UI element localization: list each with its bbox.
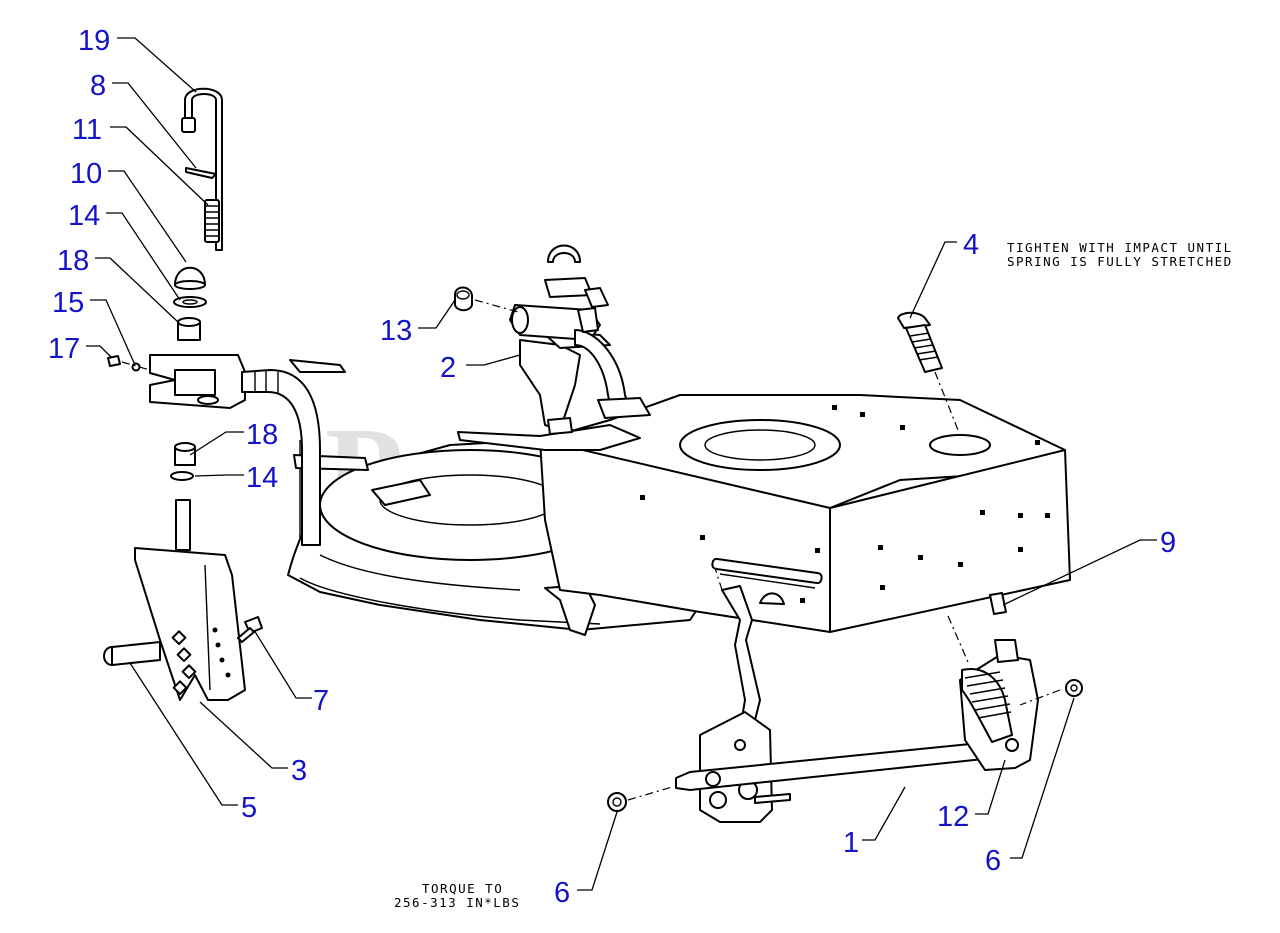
impact-note-line1: TIGHTEN WITH IMPACT UNTIL [1007, 240, 1233, 255]
callout-18-lower: 18 [246, 419, 278, 451]
callout-6-lower: 6 [554, 877, 570, 909]
lift-linkage [607, 567, 1083, 823]
callout-15: 15 [52, 287, 84, 319]
callout-18-upper: 18 [57, 245, 89, 277]
chassis-holes [640, 405, 1050, 603]
pedal-assembly [103, 87, 321, 701]
leader-lines [86, 37, 1157, 891]
carriage-bolt-4 [897, 311, 959, 431]
torque-note-line2: 256-313 IN*LBS [394, 895, 520, 910]
torque-note-line1: TORQUE TO [422, 881, 503, 896]
callout-4: 4 [963, 229, 979, 261]
callout-8: 8 [90, 70, 106, 102]
callout-9: 9 [1160, 527, 1176, 559]
callout-17: 17 [48, 333, 80, 365]
impact-note-line2: SPRING IS FULLY STRETCHED [1007, 254, 1233, 269]
callout-3: 3 [291, 755, 307, 787]
callout-10: 10 [70, 158, 102, 190]
mower-deck [287, 359, 701, 636]
lift-bracket-assembly [509, 244, 651, 435]
bushing-13 [454, 286, 519, 313]
callout-12: 12 [937, 801, 969, 833]
callout-13: 13 [380, 315, 412, 347]
notes: TIGHTEN WITH IMPACT UNTIL SPRING IS FULL… [394, 240, 1233, 910]
callout-2: 2 [440, 352, 456, 384]
callout-14-upper: 14 [68, 200, 100, 232]
chassis-box [457, 394, 1071, 633]
callout-6-right: 6 [985, 845, 1001, 877]
callout-7: 7 [313, 685, 329, 717]
callout-11: 11 [72, 114, 102, 146]
callout-5: 5 [241, 792, 257, 824]
callout-14-lower: 14 [246, 462, 278, 494]
callouts: 19 8 11 10 14 18 15 17 18 14 13 2 4 9 7 … [48, 25, 1176, 909]
callout-1: 1 [843, 827, 859, 859]
callout-19: 19 [78, 25, 110, 57]
